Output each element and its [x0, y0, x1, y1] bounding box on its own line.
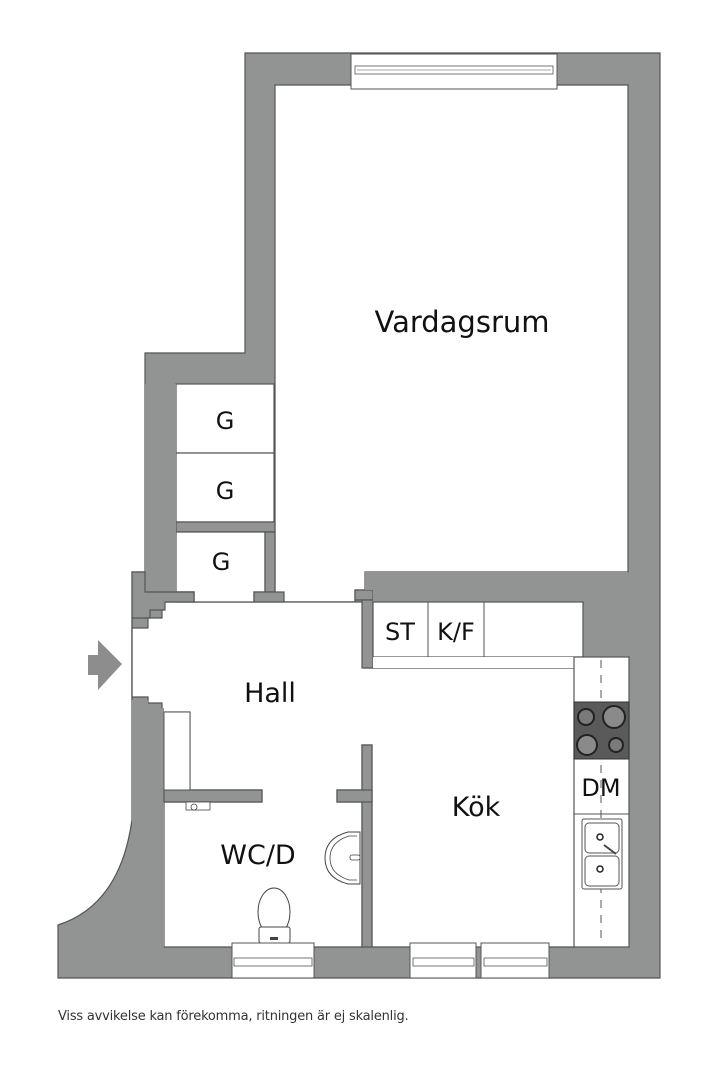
window-kitchen-2 [480, 942, 550, 979]
kitchen-counter-right [573, 656, 630, 948]
window-top [350, 53, 558, 90]
window-kitchen-1 [409, 942, 477, 979]
label-closet-1: G [216, 407, 235, 435]
closets [145, 383, 285, 603]
stovetop-icon [573, 701, 630, 760]
closet-1 [175, 383, 275, 454]
label-fridge-freezer: K/F [437, 618, 475, 646]
bathroom-fixtures [185, 801, 361, 944]
toilet-icon [257, 887, 291, 944]
washbasin-icon [324, 831, 361, 885]
shower-mixer-icon [185, 801, 211, 811]
entrance-walls [131, 571, 195, 947]
window-bathroom [231, 942, 315, 979]
label-bathroom: WC/D [220, 840, 295, 871]
label-closet-3: G [212, 548, 231, 576]
closet-2 [175, 452, 275, 523]
wardrobe [163, 711, 191, 791]
label-stove: ST [385, 618, 415, 646]
sink-icon [581, 818, 623, 890]
label-hall: Hall [244, 678, 296, 709]
label-living-room: Vardagsrum [374, 305, 549, 339]
interior-walls [163, 572, 628, 948]
windows [231, 53, 558, 979]
labels: Vardagsrum G G G ST K/F Hall DM Kök WC/D [212, 305, 621, 871]
label-kitchen: Kök [452, 792, 501, 823]
kitchen-counter-top [372, 601, 584, 668]
label-closet-2: G [216, 477, 235, 505]
label-dishwasher: DM [581, 774, 620, 802]
rooms [131, 84, 629, 948]
entrance-arrow-icon [88, 640, 122, 690]
disclaimer-text: Viss avvikelse kan förekomma, ritningen … [58, 1009, 409, 1024]
